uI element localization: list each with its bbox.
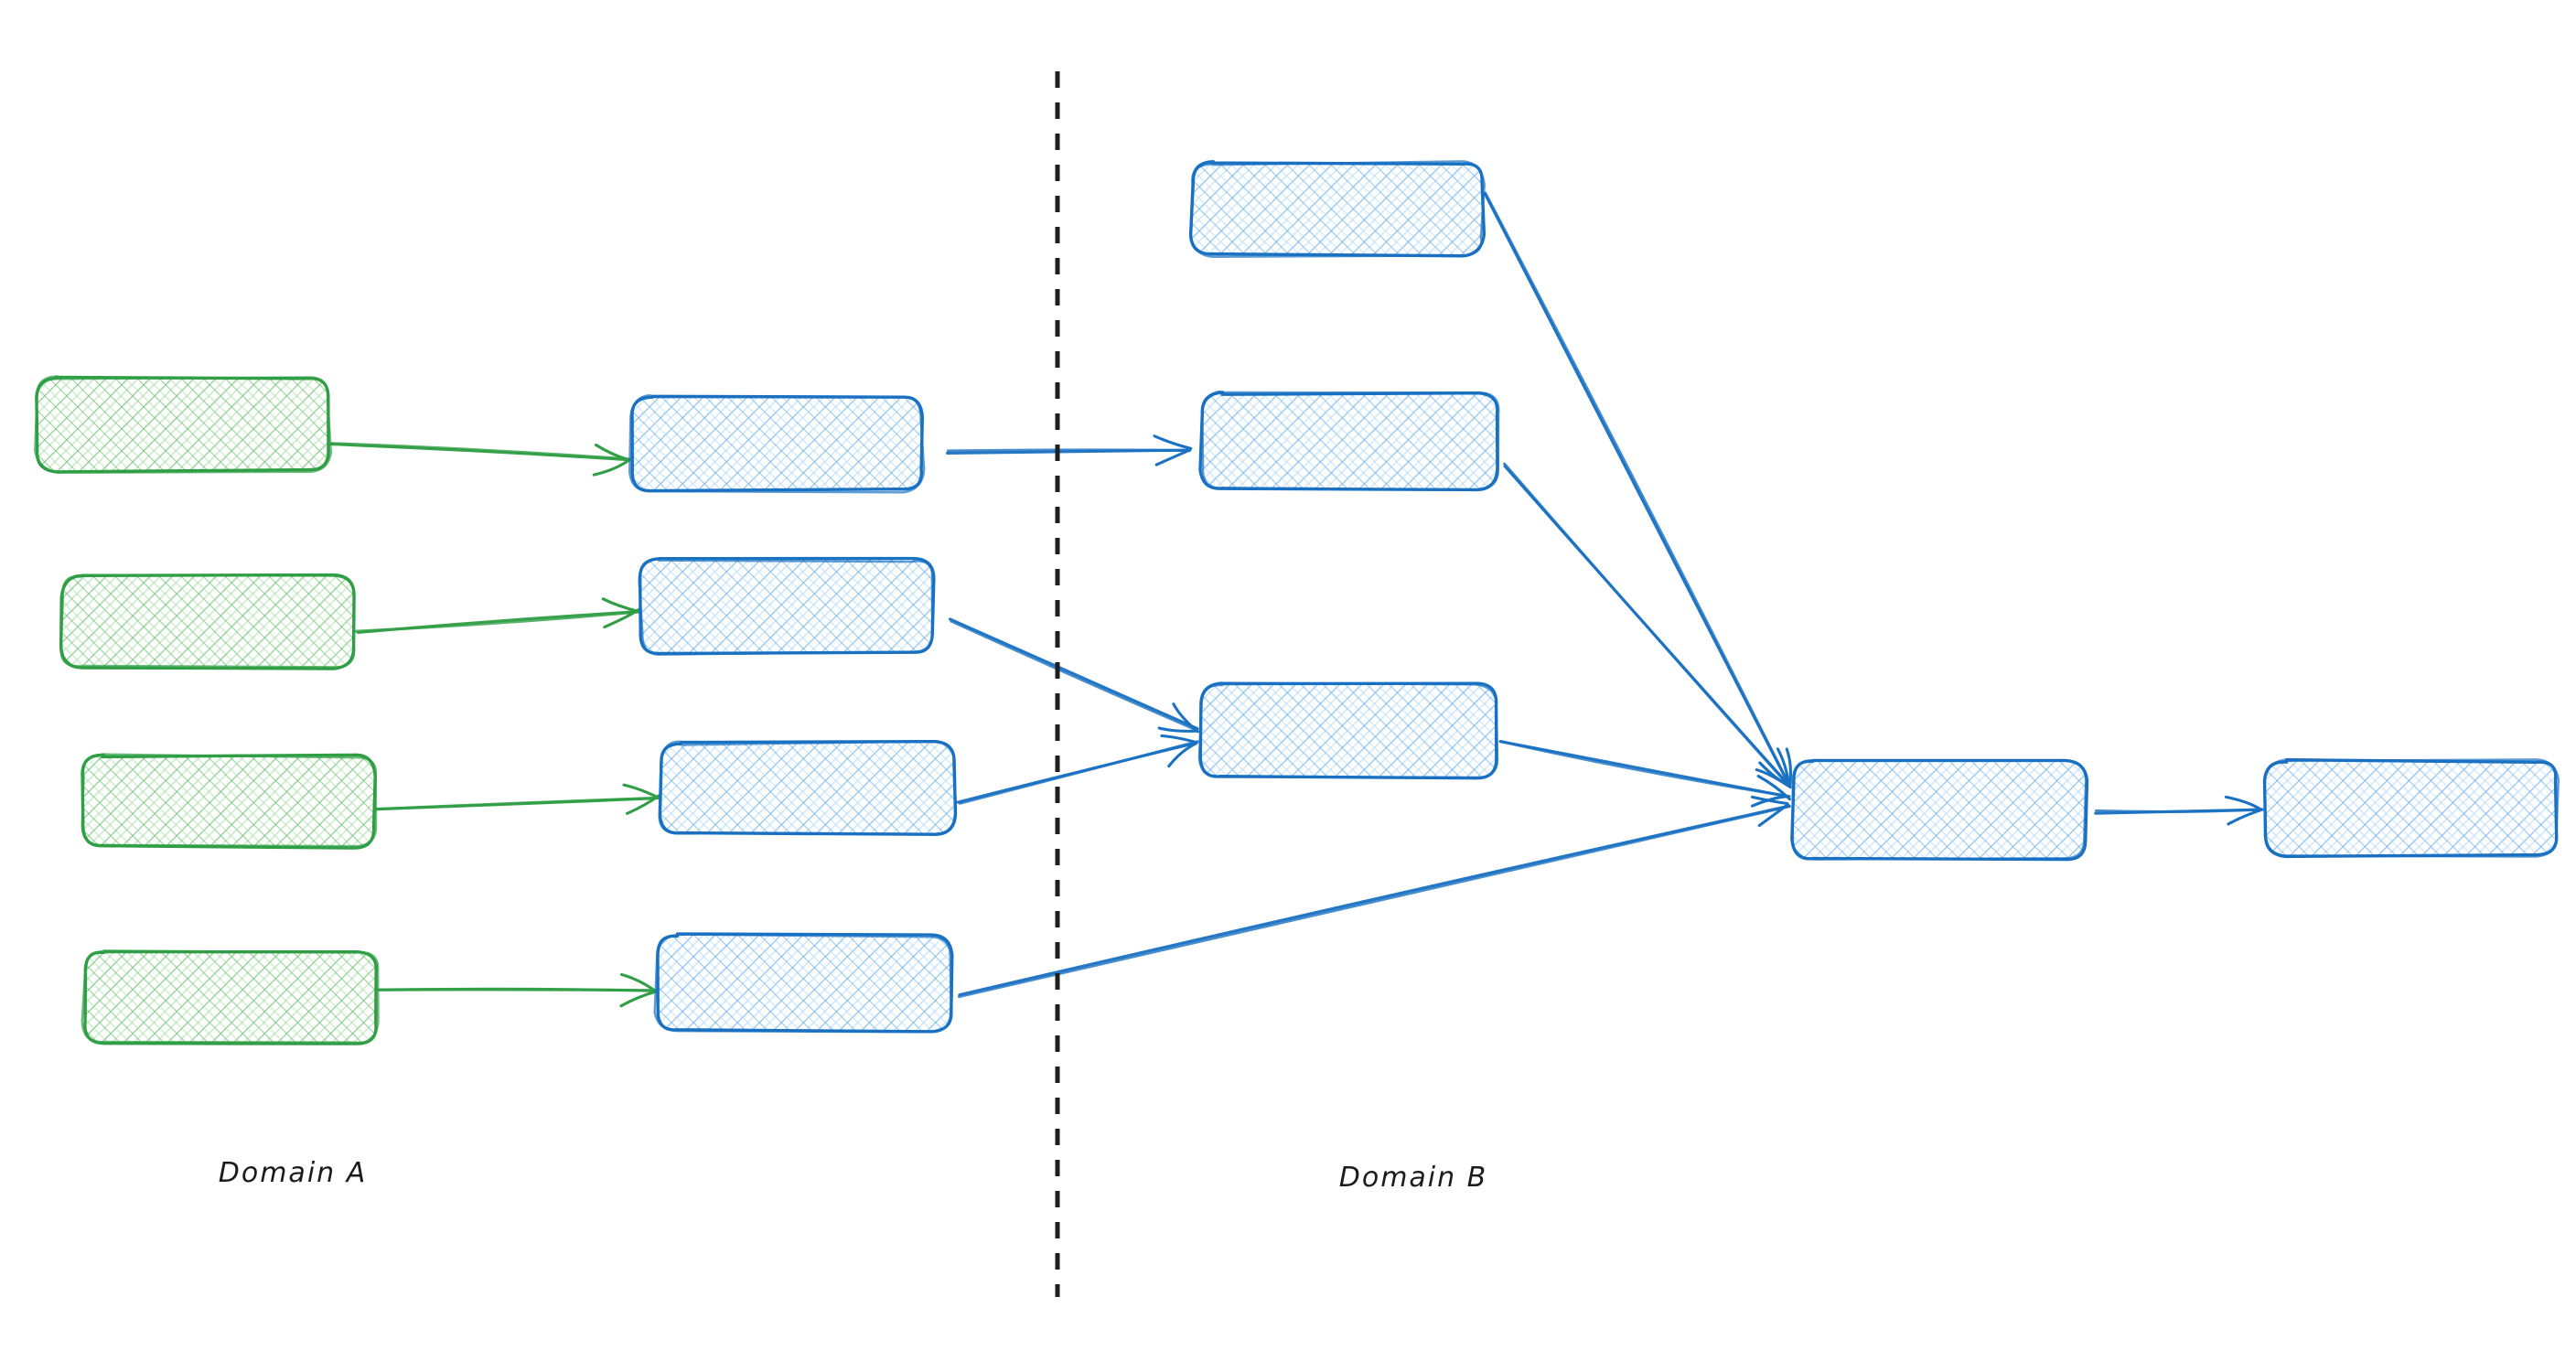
node-a-mid-1 (628, 393, 926, 494)
edge-e8 (957, 795, 1791, 999)
edge-e5 (946, 434, 1193, 466)
node-b-mid (1198, 390, 1500, 492)
node-a-source-4[interactable] (84, 951, 377, 1043)
node-a-source-3[interactable] (82, 756, 375, 847)
node-a-mid-3 (658, 739, 958, 836)
edge-e10 (1503, 462, 1791, 788)
node-a-source-2[interactable] (62, 576, 355, 668)
domain-a-label: Domain A (218, 1157, 368, 1189)
node-b-low[interactable] (1200, 684, 1497, 777)
edges-layer (328, 191, 2264, 1008)
edge-e6 (949, 617, 1199, 734)
node-a-mid-3[interactable] (660, 743, 955, 834)
edge-e11 (1498, 740, 1792, 808)
node-a-mid-2 (638, 556, 936, 656)
edge-e9 (1483, 191, 1792, 789)
edge-e1 (328, 442, 633, 477)
node-b-out[interactable] (2266, 761, 2557, 855)
node-a-mid-2[interactable] (640, 560, 933, 653)
node-a-source-1[interactable] (37, 378, 329, 471)
edge-e3 (374, 783, 661, 815)
node-b-top (1188, 160, 1487, 258)
nodes-layer (34, 160, 2560, 1045)
node-b-mid[interactable] (1201, 393, 1498, 488)
node-a-source-4 (80, 949, 380, 1045)
node-a-mid-4[interactable] (657, 935, 951, 1031)
node-b-top[interactable] (1192, 163, 1483, 255)
node-a-source-3 (80, 753, 378, 850)
node-a-mid-4 (653, 932, 954, 1034)
node-b-out (2262, 757, 2560, 859)
node-a-mid-1[interactable] (631, 397, 922, 490)
node-b-hub (1790, 758, 2089, 862)
node-a-source-2 (59, 573, 356, 670)
edge-e2 (354, 597, 641, 635)
node-b-hub[interactable] (1793, 761, 2086, 860)
node-a-source-1 (34, 375, 333, 474)
node-b-low (1197, 681, 1499, 780)
domain-b-label: Domain B (1338, 1162, 1488, 1194)
edge-e7 (956, 734, 1199, 805)
edge-e4 (376, 972, 658, 1008)
edge-e12 (2094, 795, 2264, 826)
